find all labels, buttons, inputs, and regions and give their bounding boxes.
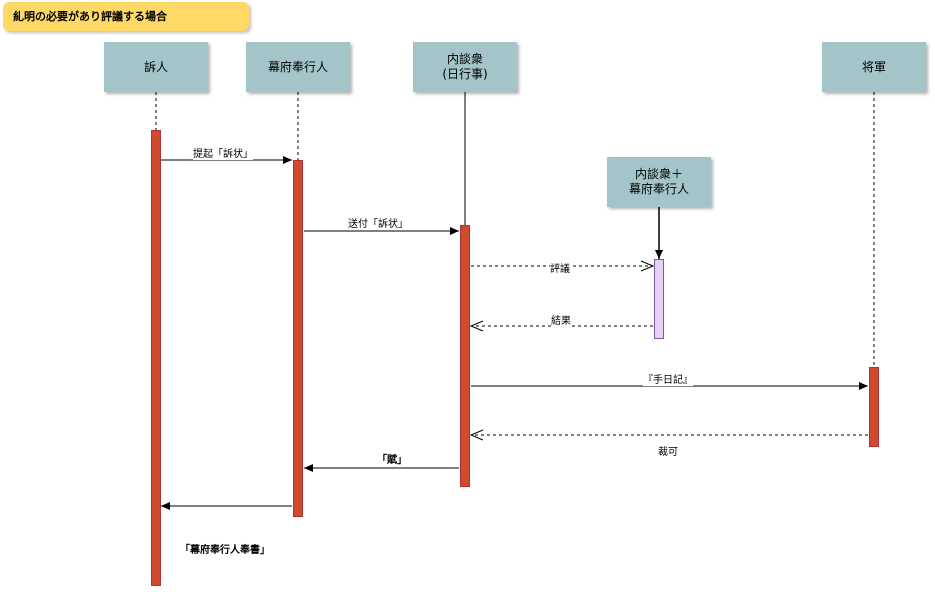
label-teiki: 提起「訴状」 (193, 145, 253, 160)
label-tenikki: 『手日記』 (643, 371, 693, 386)
actor-bakufu-bugyonin: 幕府奉行人 (246, 42, 350, 92)
actor-naidanshu: 内談衆 (日行事) (413, 42, 517, 92)
label-saika: 裁可 (658, 443, 678, 458)
activation-sonin (151, 130, 161, 586)
actor-combined: 内談衆＋ 幕府奉行人 (607, 157, 711, 207)
label-sofu: 送付「訴状」 (348, 215, 408, 230)
label-fu: 「賦」 (377, 451, 407, 466)
label-hoshoku: 「幕府奉行人奉書」 (180, 541, 270, 556)
actor-shogun: 将軍 (822, 42, 926, 92)
label-hyogi: 評議 (550, 260, 570, 275)
activation-combined (654, 259, 664, 339)
diagram-title: 糺明の必要があり評議する場合 (3, 2, 249, 31)
activation-shogun (869, 367, 879, 447)
label-kekka: 結果 (551, 312, 571, 327)
actor-sonin: 訴人 (104, 42, 208, 92)
activation-naidan (460, 225, 470, 487)
activation-bakufu (293, 160, 303, 517)
